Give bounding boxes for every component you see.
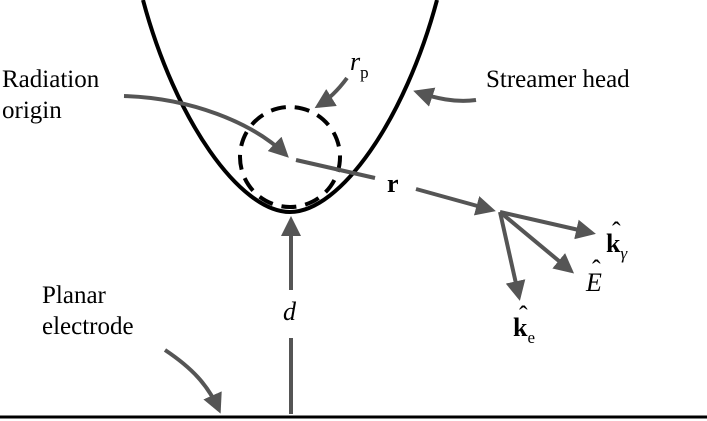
planar-electrode-pointer bbox=[163, 348, 222, 414]
e-hat-mark: ˆ bbox=[592, 255, 601, 284]
planar-electrode-label-line1: Planar bbox=[42, 282, 107, 309]
k-e-hat-mark: ˆ bbox=[519, 301, 528, 330]
streamer-head-label: Streamer head bbox=[486, 66, 630, 93]
radiation-region-circle bbox=[238, 105, 342, 209]
rp-pointer bbox=[314, 76, 349, 109]
d-label: d bbox=[283, 297, 297, 326]
k-gamma-label: kγ bbox=[606, 229, 628, 263]
k-e-label: ke bbox=[513, 313, 535, 347]
r-vector-label: r bbox=[387, 169, 399, 198]
streamer-head-pointer bbox=[413, 87, 477, 107]
k-gamma-arrow bbox=[499, 210, 596, 240]
r-vector-segment-2 bbox=[415, 187, 496, 216]
r-vector-segment-1 bbox=[295, 158, 376, 180]
e-hat-label: E bbox=[585, 268, 602, 297]
radiation-origin-label-line1: Radiation bbox=[2, 66, 100, 93]
rp-label: rp bbox=[350, 47, 369, 82]
planar-electrode-label-line2: electrode bbox=[42, 313, 134, 340]
radiation-origin-pointer bbox=[123, 94, 289, 158]
k-gamma-hat-mark: ˆ bbox=[612, 217, 621, 246]
e-hat-arrow bbox=[498, 210, 575, 274]
radiation-origin-label-line2: origin bbox=[2, 97, 62, 124]
k-e-arrow bbox=[498, 211, 526, 301]
